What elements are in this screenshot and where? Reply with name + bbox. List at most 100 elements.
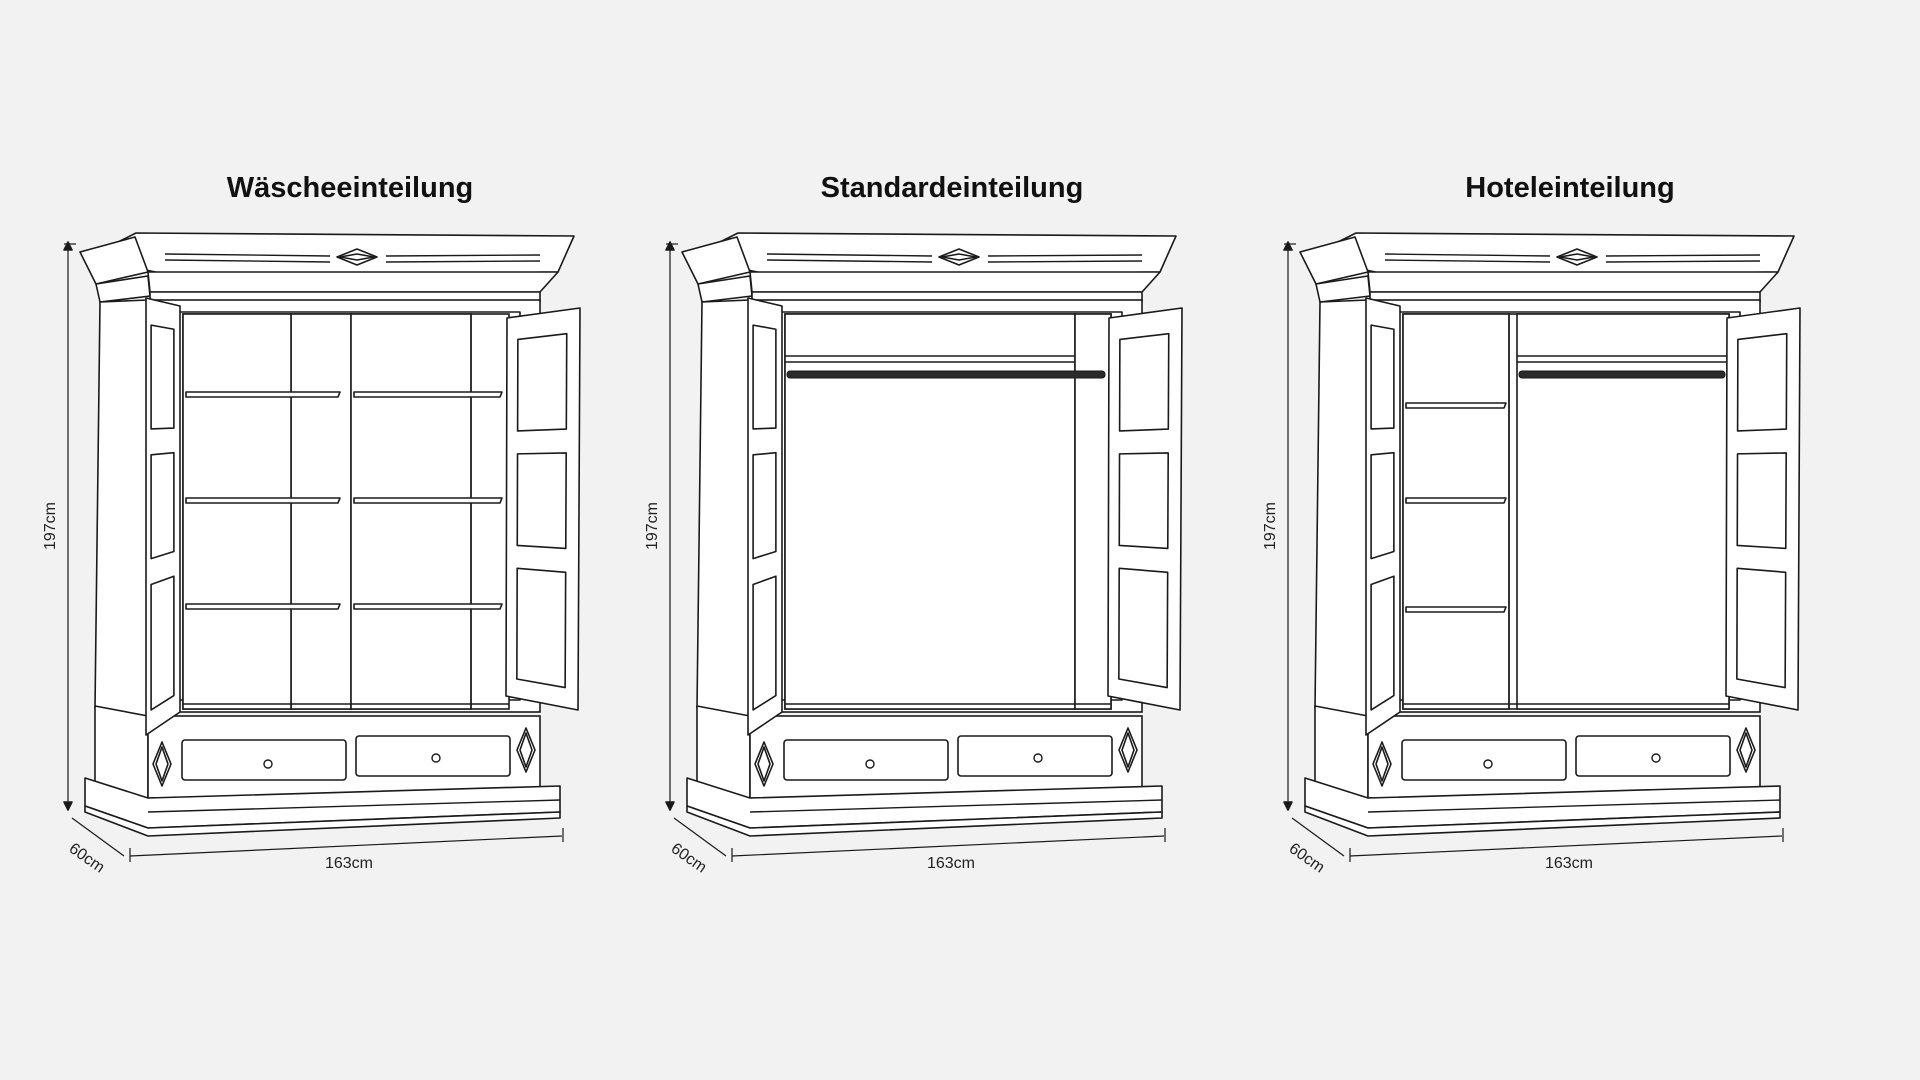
shelf [185,497,341,504]
depth-label: 60cm [66,840,108,876]
shelf [1405,402,1507,409]
shelf-bay [1402,313,1510,710]
depth-dimension-line [673,817,727,857]
shelf [1405,497,1507,504]
cornice-groove [164,253,331,257]
width-dimension-line [1349,835,1783,857]
base-ornament-right-inner [519,732,533,768]
wardrobe-drawing: 197cm 60cm 163cm [1262,232,1801,876]
skirting-bottom [84,805,561,837]
right-door-pane [1736,332,1788,432]
base-ornament-left-inner [155,746,169,782]
left-bay [182,313,292,710]
cornice-groove [1605,260,1761,263]
base-ornament-left-inner [757,746,771,782]
arrow [1283,801,1293,811]
right-door-pane [1118,452,1170,550]
width-label: 163cm [927,855,975,872]
clothes-rail [1518,370,1726,379]
hanging-space [784,313,1076,710]
cornice-band [147,271,559,293]
right-door-pane [516,452,568,550]
center-divider [290,313,352,710]
panel-waesche: Wäscheeinteilung 197cm 60cm 163cm [0,0,640,1080]
panel-title: Hoteleinteilung [1465,172,1675,204]
shelf [353,497,503,504]
side-panel [94,299,149,717]
cornice-groove [385,254,541,257]
depth-label: 60cm [668,840,710,876]
right-door-pane [1736,452,1788,550]
shelf [1405,606,1507,613]
cornice-groove [766,259,933,263]
arrow [665,801,675,811]
drawer-knob [865,759,875,769]
right-door-pane [1736,567,1787,689]
cornice-groove [766,253,933,257]
cornice-groove [987,254,1143,257]
left-door-pane [1370,451,1395,560]
shelf [185,391,341,398]
right-door-pane [516,567,567,689]
cornice-ornament-inner [339,253,375,261]
width-dimension-line [731,835,1165,857]
shelf [353,391,503,398]
height-label: 197cm [42,502,59,550]
cornice-groove [1384,253,1551,257]
depth-dimension-line [71,817,125,857]
skirting-bottom [686,805,1163,837]
left-door-pane [752,575,777,711]
clothes-rail [786,370,1106,379]
panel-title: Standardeinteilung [820,172,1084,204]
right-door-pane [1118,332,1170,432]
side-bay [1074,313,1112,710]
cornice-groove [1605,254,1761,257]
shelf [353,603,503,610]
arrow [63,801,73,811]
left-door-pane [150,451,175,560]
right-bay [350,313,472,710]
cornice-groove [385,260,541,263]
drawer-knob [431,753,441,763]
base-ornament-right-inner [1739,732,1753,768]
arrow [665,241,675,251]
width-label: 163cm [325,855,373,872]
depth-dimension-line [1291,817,1345,857]
cornice-ornament-inner [1559,253,1595,261]
cornice-ornament-inner [941,253,977,261]
width-label: 163cm [1545,855,1593,872]
skirting-bottom [1304,805,1781,837]
hanging-space [1516,313,1730,710]
panel-hotel: Hoteleinteilung 197cm 60cm 163cm [1220,0,1860,1080]
drawer-left [181,739,347,781]
left-door-pane [150,324,175,430]
drawer-knob [1483,759,1493,769]
side-panel [696,299,751,717]
skirting-line [1367,799,1781,813]
cornice-groove [1384,259,1551,263]
arrow [1283,241,1293,251]
left-door-pane [150,575,175,711]
cornice-groove [987,260,1143,263]
left-door-pane [752,451,777,560]
side-panel [1314,299,1369,717]
right-door-pane [1118,567,1169,689]
wardrobe-drawing: 197cm 60cm 163cm [42,232,581,876]
height-label: 197cm [1262,502,1279,550]
panel-title: Wäscheeinteilung [226,172,474,204]
cornice-band [1367,271,1779,293]
drawer-knob [263,759,273,769]
cornice-band [749,271,1161,293]
cornice-groove [164,259,331,263]
skirting-line [147,799,561,813]
drawer-knob [1033,753,1043,763]
drawer-left [783,739,949,781]
base-ornament-left-inner [1375,746,1389,782]
arrow [63,241,73,251]
skirting-line [749,799,1163,813]
drawer-left [1401,739,1567,781]
base-ornament-right-inner [1121,732,1135,768]
depth-label: 60cm [1286,840,1328,876]
